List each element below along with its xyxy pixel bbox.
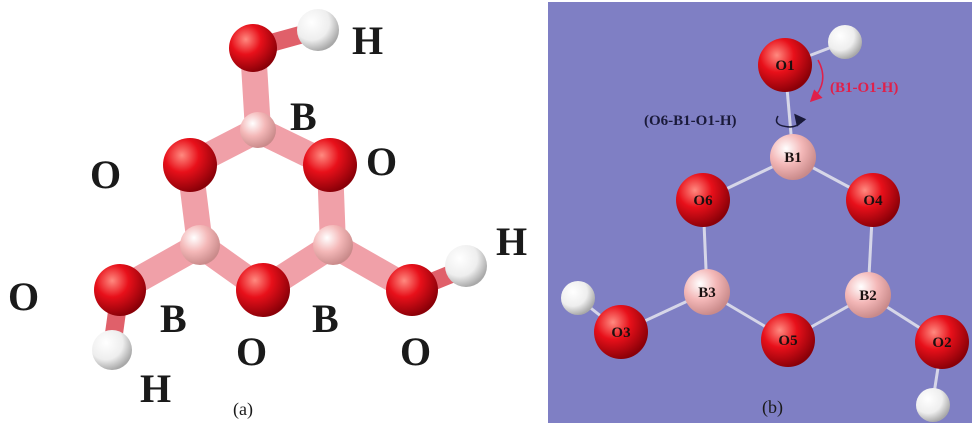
angle-label: (B1-O1-H) [830,80,898,96]
atom-label-o5: O5 [778,333,797,349]
atom-b-h-bottom [916,388,950,422]
atom-a-h-right [445,245,487,287]
panel-b-atoms [561,25,969,422]
atom-a-o-ul [163,138,217,192]
caption-b: (b) [762,397,783,418]
atom-b-b2 [845,272,891,318]
panel-a-atoms [92,9,487,370]
atom-b-o6 [676,173,730,227]
atom-a-o-lr [386,264,438,316]
atom-a-o-top [229,24,277,72]
label-a-o-upper-left: O [90,152,121,197]
label-a-b-top: B [290,94,317,139]
label-a-b-lower-left: B [160,296,187,341]
atom-label-o6: O6 [693,193,713,209]
atom-a-o-ur [303,138,357,192]
atom-b-o5 [761,313,815,367]
atom-b-o2 [915,315,969,369]
label-a-o-bottom: O [236,329,267,374]
label-a-h-right: H [496,219,527,264]
dihedral-annotation: (O6-B1-O1-H) [644,113,807,129]
atom-b-o4 [846,173,900,227]
label-a-o-upper-right: O [366,139,397,184]
atom-label-b1: B1 [784,150,802,166]
atom-b-b1 [770,134,816,180]
label-a-h-top: H [352,18,383,63]
atom-label-b2: B2 [859,288,877,304]
atom-b-b3 [684,269,730,315]
label-a-o-left: O [8,274,39,319]
atom-a-b-right [313,225,353,265]
panel-b-atom-labels: O1 B1 O6 O4 B3 B2 O3 O5 O2 [611,58,951,351]
atom-a-b-left [180,225,220,265]
atom-a-h-bottom [92,330,132,370]
panel-b: O1 B1 O6 O4 B3 B2 O3 O5 O2 (B1-O1-H) (O6… [548,2,972,423]
label-a-h-bottom: H [140,366,171,411]
atom-a-o-left [94,264,146,316]
atom-label-b3: B3 [698,285,716,301]
atom-a-h-top [297,9,339,51]
angle-annotation: (B1-O1-H) [809,59,898,103]
atom-b-o3 [594,305,648,359]
atom-a-b-top [240,112,276,148]
panel-a: H B O O H O B B O O H (a) [8,9,527,420]
atom-b-o1 [758,38,812,92]
atom-a-o-bottom [236,263,290,317]
panel-a-labels: H B O O H O B B O O H [8,18,527,411]
atom-b-h-left [561,281,595,315]
dihedral-label: (O6-B1-O1-H) [644,113,736,129]
label-a-o-lower-right: O [400,329,431,374]
atom-label-o4: O4 [863,193,883,209]
caption-a: (a) [233,399,253,420]
angle-arc-icon [809,59,824,103]
label-a-b-lower-right: B [312,296,339,341]
atom-label-o2: O2 [932,335,951,351]
atom-b-h-top [828,25,862,59]
atom-label-o1: O1 [775,58,794,74]
dihedral-rotation-icon [775,113,807,128]
atom-label-o3: O3 [611,325,630,341]
